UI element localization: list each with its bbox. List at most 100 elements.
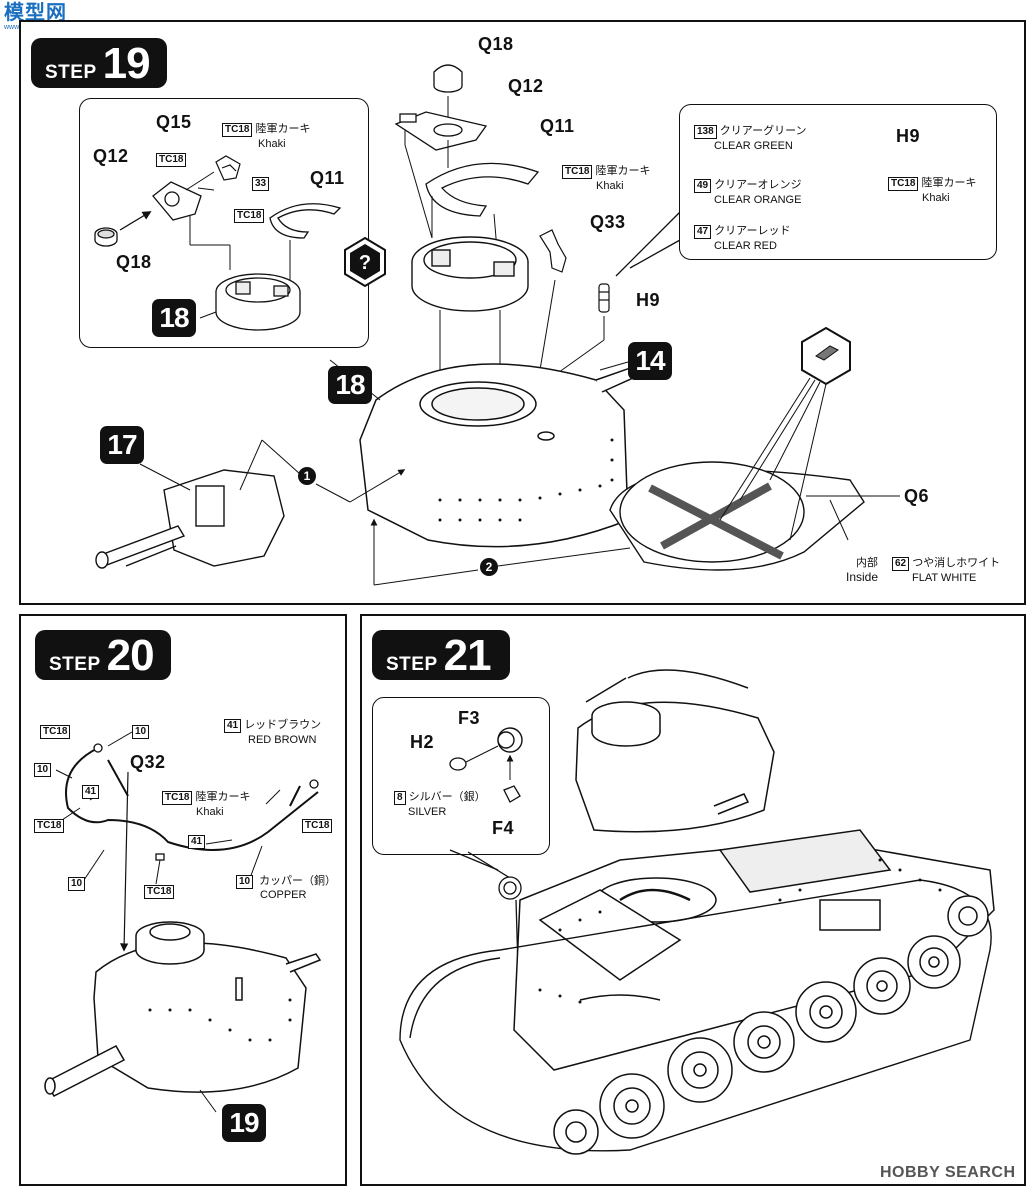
- turret-rivets: [438, 438, 614, 522]
- paint-code: 41: [188, 835, 206, 849]
- lbl-tc18-c: TC18: [144, 884, 175, 899]
- label-inset-q15: Q15: [156, 112, 192, 132]
- paint-en: CLEAR ORANGE: [714, 194, 802, 206]
- paint-clear-orange: 49 クリアーオレンジ CLEAR ORANGE: [694, 178, 802, 207]
- label-f3: F3: [458, 708, 481, 728]
- h9-callout-title: H9: [896, 126, 921, 146]
- lbl-tc18-d: TC18: [302, 818, 333, 833]
- headlight-callout-box: [372, 697, 550, 855]
- h9-callout-box: [679, 104, 997, 260]
- headlight-assembled: [498, 876, 522, 1037]
- step-number: 21: [443, 631, 492, 680]
- hobby-search-watermark: HOBBY SEARCH: [880, 1164, 1016, 1182]
- h2-lens: [449, 757, 467, 771]
- label-q32: Q32: [130, 752, 166, 772]
- label-h2: H2: [410, 732, 435, 752]
- paint-en: FLAT WHITE: [912, 572, 977, 584]
- paint-en: SILVER: [408, 806, 447, 818]
- paint-code: TC18: [34, 819, 65, 833]
- watermark-text: HOBBY SEARCH: [880, 1164, 1016, 1181]
- step20-badge: STEP 20: [35, 630, 171, 680]
- turret-ring-18: [411, 236, 529, 312]
- paint-code: TC18: [156, 153, 187, 167]
- inset-paint-33: 33: [252, 176, 270, 191]
- inset-q15-periscope: [215, 155, 241, 181]
- turret-body: [359, 363, 644, 548]
- road-wheels: [553, 895, 989, 1155]
- label-inset-q11: Q11: [310, 168, 345, 188]
- flip-hexagon: ?: [344, 236, 386, 288]
- h9-paint-khaki: TC18 陸軍カーキ Khaki: [888, 176, 977, 205]
- step19-badge: STEP 19: [31, 38, 167, 88]
- label-f4: F4: [492, 818, 515, 838]
- paint-jp: 陸軍カーキ: [595, 165, 651, 177]
- step21-badge: STEP 21: [372, 630, 510, 680]
- tank-tracks: [399, 879, 992, 1152]
- label-q33: Q33: [590, 212, 626, 232]
- paint-code: 10: [132, 725, 150, 739]
- f3-headlight: [497, 727, 523, 753]
- paint-en: Khaki: [196, 806, 224, 818]
- inset-q18-knob: [94, 227, 118, 247]
- inside-en: Inside: [846, 570, 879, 584]
- lbl-41-b: 41: [188, 834, 206, 849]
- paint-red-brown: 41 レッドブラウン RED BROWN: [224, 718, 321, 747]
- paint-en: Khaki: [596, 180, 624, 192]
- label-q11-top: Q11: [540, 116, 575, 136]
- label-q18-top: Q18: [478, 34, 514, 54]
- q33-paint-khaki: TC18 陸軍カーキ Khaki: [562, 164, 651, 193]
- paint-code: TC18: [144, 885, 175, 899]
- inside-label: 内部 Inside: [846, 556, 878, 585]
- assembly-marker-1: 1: [298, 467, 316, 485]
- paint-en: Khaki: [922, 192, 950, 204]
- badge-19: 19: [222, 1104, 266, 1142]
- paint-en: RED BROWN: [248, 734, 317, 746]
- lbl-10-a: 10: [132, 724, 150, 739]
- paint-flat-white: 62 つや消しホワイト FLAT WHITE: [892, 556, 1000, 585]
- paint-code: 33: [252, 177, 270, 191]
- site-logo-text: 模型网: [4, 2, 67, 24]
- paint-copper: カッパー（銅） COPPER: [238, 874, 336, 902]
- assembly-marker-2: 2: [480, 558, 498, 576]
- step-number: 19: [102, 39, 151, 88]
- inset-q12-hatch: [152, 181, 202, 221]
- paint-code: 10: [68, 877, 86, 891]
- inset-tc18-q11: TC18: [234, 208, 265, 223]
- paint-silver: 8 シルバー（銀） SILVER: [394, 790, 486, 819]
- paint-jp: クリアーレッド: [714, 225, 791, 237]
- q33-part: [539, 229, 567, 273]
- paint-jp: つや消しホワイト: [912, 557, 1001, 569]
- gun-assembly-17: [95, 469, 285, 569]
- turret-top: [575, 669, 775, 833]
- tank-hull: [513, 829, 995, 1071]
- lbl-10-d: 10: [236, 874, 254, 889]
- badge-14: 14: [628, 342, 672, 380]
- q18-knob: [433, 64, 463, 93]
- q6-floor: [609, 461, 865, 571]
- badge-17: 17: [100, 426, 144, 464]
- paint-code: TC18: [234, 209, 265, 223]
- paint-code: TC18: [40, 725, 71, 739]
- label-q12-top: Q12: [508, 76, 544, 96]
- step-number: 20: [106, 631, 155, 680]
- inset-turret-ring: [215, 273, 301, 331]
- paint-clear-red: 47 クリアーレッド CLEAR RED: [694, 224, 791, 253]
- svg-text:?: ?: [359, 252, 371, 274]
- paint-code: 62: [892, 557, 910, 571]
- q12-hatch: [394, 111, 488, 151]
- paint-code: 10: [236, 875, 254, 889]
- lbl-10-c: 10: [68, 876, 86, 891]
- label-inset-q12: Q12: [93, 146, 129, 166]
- inside-jp: 内部: [856, 557, 879, 569]
- lbl-tc18-a: TC18: [40, 724, 71, 739]
- paint-en: Khaki: [258, 138, 286, 150]
- paint-khaki-20: TC18 陸軍カーキ Khaki: [162, 790, 251, 819]
- paint-jp: クリアーグリーン: [719, 125, 807, 137]
- label-inset-q18: Q18: [116, 252, 152, 272]
- step-word: STEP: [49, 654, 101, 675]
- paint-en: CLEAR RED: [714, 240, 777, 252]
- paint-jp: レッドブラウン: [244, 719, 322, 731]
